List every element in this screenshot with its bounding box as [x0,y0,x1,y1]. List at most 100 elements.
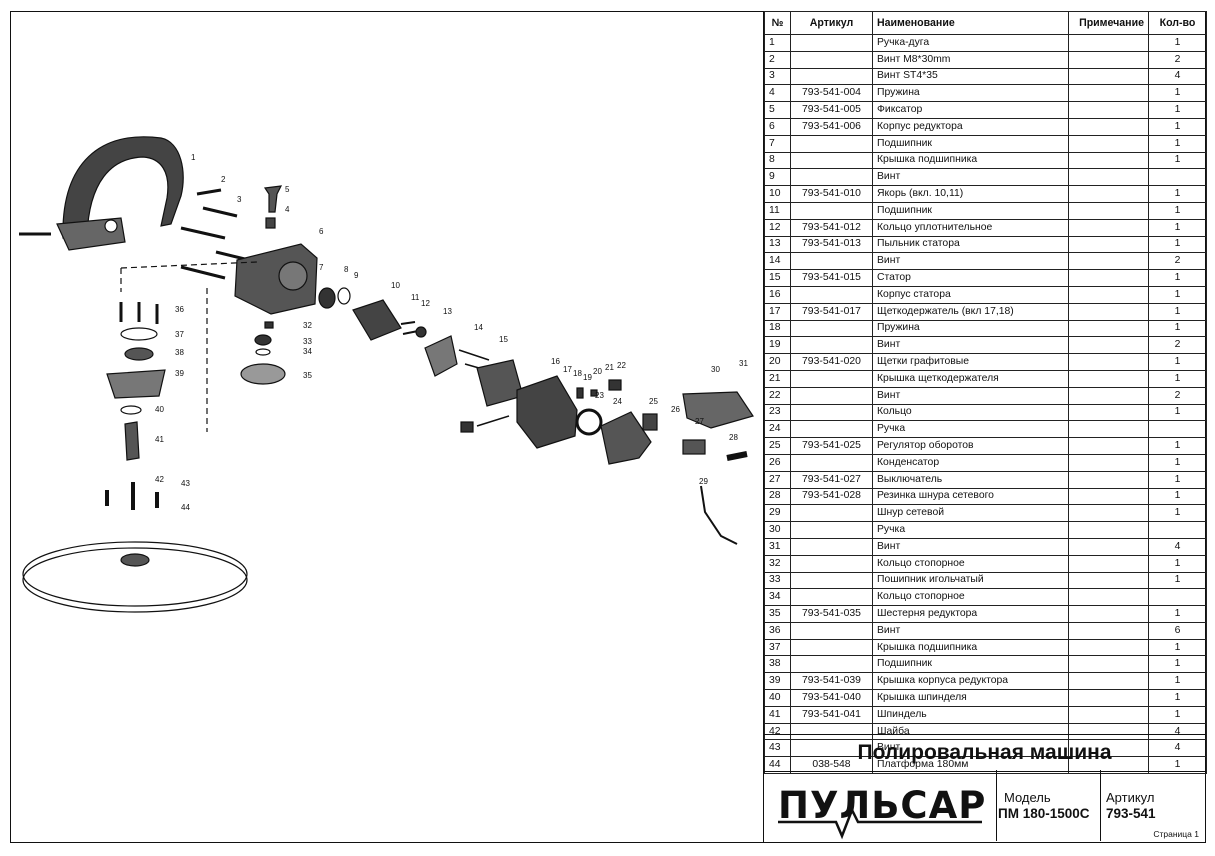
cell-note [1068,369,1149,388]
cell-note [1068,84,1149,103]
cell-note [1068,151,1149,170]
cell-num: 38 [764,655,791,674]
cell-article [790,134,873,153]
cell-name: Выключатель [872,470,1069,489]
cell-num: 9 [764,168,791,187]
cell-article: 793-541-015 [790,269,873,287]
cell-qty: 1 [1148,705,1207,724]
cell-name: Фиксатор [872,101,1069,119]
cell-num: 22 [764,386,791,405]
cell-note [1068,470,1149,489]
cell-num: 8 [764,151,791,170]
cell-name: Винт [872,386,1069,405]
callout-10: 10 [391,281,400,290]
cell-name: Пружина [872,84,1069,103]
cell-name: Винт M8*30mm [872,50,1069,69]
brand-name: ПУЛЬСАР [778,784,987,827]
cell-name: Якорь (вкл. 10,11) [872,185,1069,203]
cell-num: 28 [764,487,791,506]
cell-note [1068,302,1149,321]
callout-44: 44 [181,503,190,512]
cell-article [790,420,873,439]
callout-41: 41 [155,435,164,444]
cell-note [1068,386,1149,405]
cell-article [790,34,873,52]
cell-article: 793-541-005 [790,101,873,119]
cell-num: 19 [764,336,791,355]
callout-32: 32 [303,321,312,330]
cell-qty: 1 [1148,487,1207,506]
cell-article: 793-541-017 [790,302,873,321]
cell-num: 30 [764,521,791,539]
cell-qty: 1 [1148,34,1207,52]
cell-name: Крышка подшипника [872,151,1069,170]
cell-note [1068,487,1149,506]
cell-qty: 2 [1148,252,1207,271]
cell-name: Ручка-дуга [872,34,1069,52]
model-value: ПМ 180-1500С [998,806,1090,821]
cell-article [790,453,873,472]
cell-name: Подшипник [872,201,1069,220]
cell-name: Подшипник [872,655,1069,674]
callout-18: 18 [573,369,582,378]
callout-labels: 1 2 3 4 5 6 7 8 9 10 11 12 13 14 15 16 1… [155,153,748,512]
cell-article: 793-541-013 [790,235,873,254]
cell-qty: 1 [1148,554,1207,573]
cell-name: Кольцо [872,403,1069,422]
cell-note [1068,655,1149,674]
cell-num: 18 [764,319,791,338]
cell-num: 25 [764,437,791,455]
callout-4: 4 [285,205,290,214]
cell-note [1068,672,1149,691]
cell-name: Винт [872,537,1069,556]
cell-note [1068,201,1149,220]
cell-article [790,655,873,674]
callout-14: 14 [474,323,483,332]
cell-num: 4 [764,84,791,103]
cell-name: Регулятор оборотов [872,437,1069,455]
cell-note [1068,101,1149,119]
cell-name: Шпиндель [872,705,1069,724]
cell-qty: 1 [1148,235,1207,254]
cell-name: Ручка [872,521,1069,539]
cell-note [1068,403,1149,422]
cell-qty: 1 [1148,201,1207,220]
cell-num: 40 [764,689,791,707]
cell-name: Щетки графитовые [872,353,1069,371]
callout-21: 21 [605,363,614,372]
cell-qty: 1 [1148,302,1207,321]
cell-num: 5 [764,101,791,119]
cell-name: Пружина [872,319,1069,338]
callout-24: 24 [613,397,622,406]
cell-qty: 1 [1148,605,1207,623]
cell-name: Кольцо стопорное [872,554,1069,573]
cell-article: 793-541-006 [790,117,873,136]
cell-qty: 1 [1148,319,1207,338]
cell-name: Винт [872,621,1069,640]
callout-8: 8 [344,265,349,274]
cell-qty: 1 [1148,117,1207,136]
header-article: Артикул [790,11,873,35]
cell-article [790,50,873,69]
cell-qty: 2 [1148,336,1207,355]
callout-17: 17 [563,365,572,374]
cell-num: 36 [764,621,791,640]
cell-num: 2 [764,50,791,69]
header-qty: Кол-во [1148,11,1207,35]
